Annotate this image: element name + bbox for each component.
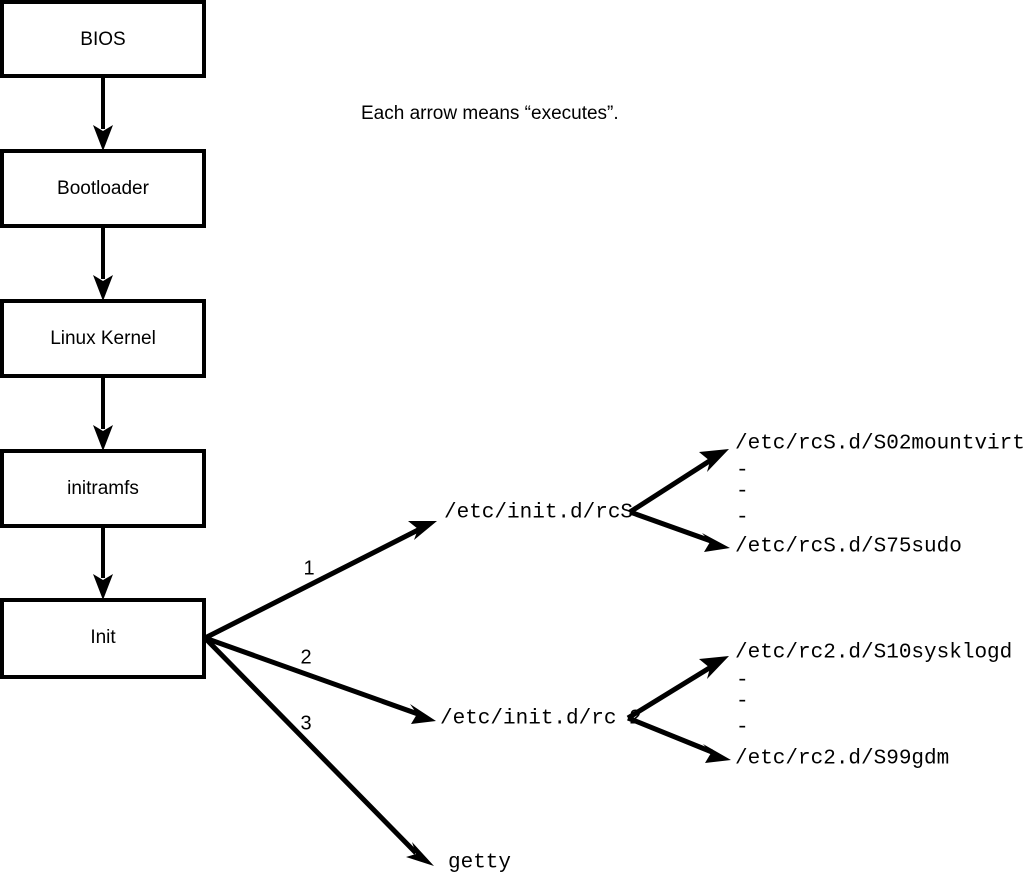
rc2-last-line <box>627 715 713 755</box>
init-branch-2-arrowhead <box>410 704 436 724</box>
stage-box-initramfs-label: initramfs <box>67 478 139 499</box>
rcs-ellipsis-dash-3: - <box>736 507 749 530</box>
init-branch-arrow-2: 2 <box>204 635 436 724</box>
stage-box-bios-rect <box>0 0 206 78</box>
stage-box-initramfs[interactable]: initramfs <box>0 449 206 528</box>
rc2-first-line <box>626 664 713 721</box>
rcs-subfan <box>628 449 730 552</box>
stage-box-bios-label: BIOS <box>80 29 125 50</box>
rcs-last-line <box>629 509 712 544</box>
rc2-last-arrowhead <box>703 744 731 763</box>
rcs-first-line <box>628 457 713 515</box>
stage-box-init[interactable]: Init <box>0 598 206 679</box>
rcs-last-arrowhead <box>702 533 730 552</box>
stage-box-initramfs-rect <box>0 449 206 528</box>
init-branch-3-arrowhead <box>406 842 434 866</box>
rc2-first-arrowhead <box>699 656 729 679</box>
init-branch-2-line <box>204 635 419 717</box>
branch-label-rcs: /etc/init.d/rcS <box>444 502 633 525</box>
arrowhead-initramfs-to-init <box>93 574 113 600</box>
init-branch-1-number: 1 <box>303 557 314 579</box>
rc2-ellipsis-dash-3: - <box>736 717 749 740</box>
init-branch-2-number: 2 <box>300 646 311 668</box>
rcs-ellipsis-dash-1: - <box>736 460 749 483</box>
rc2-script-last: /etc/rc2.d/S99gdm <box>735 748 949 771</box>
stage-box-kernel-rect <box>0 299 206 378</box>
stage-box-kernel[interactable]: Linux Kernel <box>0 299 206 378</box>
rcs-script-last: /etc/rcS.d/S75sudo <box>735 536 962 559</box>
rc2-script-first: /etc/rc2.d/S10sysklogd <box>735 642 1012 665</box>
init-branch-arrow-3: 3 <box>203 636 434 866</box>
rc2-ellipsis-dash-2: - <box>736 691 749 714</box>
init-branch-3-line <box>203 636 418 855</box>
arrowhead-kernel-to-initramfs <box>93 425 113 451</box>
branch-label-getty: getty <box>448 852 511 875</box>
rcs-ellipsis-dash-2: - <box>736 481 749 504</box>
stage-box-bootloader-rect <box>0 149 206 228</box>
rc2-subfan <box>626 656 731 763</box>
stage-box-bootloader[interactable]: Bootloader <box>0 149 206 228</box>
branch-label-rc2: /etc/init.d/rc 2 <box>440 708 642 731</box>
stage-box-init-rect <box>0 598 206 679</box>
diagram-caption: Each arrow means “executes”. <box>361 103 619 124</box>
stage-box-kernel-label: Linux Kernel <box>50 328 156 349</box>
vertical-connectors <box>93 76 113 600</box>
rcs-script-first: /etc/rcS.d/S02mountvirtfs <box>735 433 1024 456</box>
stage-box-bootloader-label: Bootloader <box>57 178 150 199</box>
init-branch-3-number: 3 <box>300 712 311 734</box>
init-branch-1-line <box>203 526 422 641</box>
init-branch-arrow-1: 1 <box>203 521 437 641</box>
stage-box-init-label: Init <box>90 627 116 648</box>
stage-box-bios[interactable]: BIOS <box>0 0 206 78</box>
rcs-first-arrowhead <box>699 449 729 472</box>
init-branch-1-arrowhead <box>408 521 437 540</box>
rc2-ellipsis-dash-1: - <box>736 670 749 693</box>
arrowhead-bootloader-to-kernel <box>93 275 113 301</box>
arrowhead-bios-to-bootloader <box>93 125 113 151</box>
